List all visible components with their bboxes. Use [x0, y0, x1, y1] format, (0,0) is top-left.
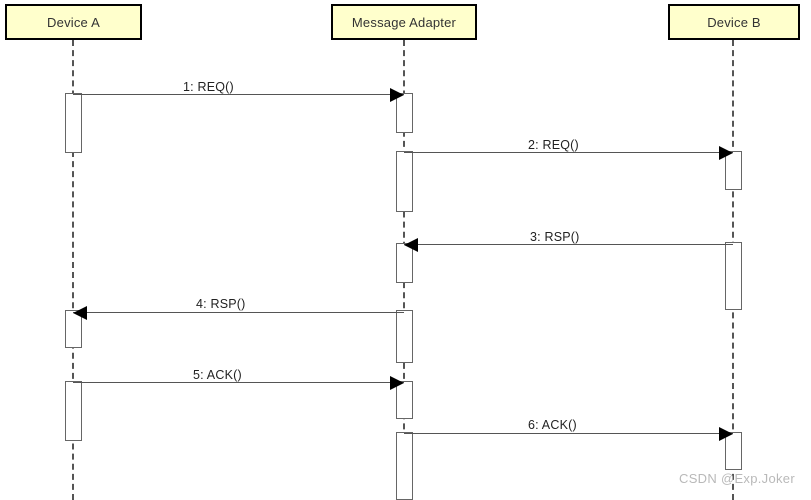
message-arrowhead-1	[390, 88, 404, 102]
lifeline-device-a	[72, 40, 74, 500]
message-line-2	[404, 152, 733, 153]
activation-bar-message-adapter	[396, 151, 413, 212]
actor-header-message-adapter[interactable]: Message Adapter	[331, 4, 477, 40]
message-arrowhead-3	[404, 238, 418, 252]
message-line-3	[404, 244, 733, 245]
message-arrowhead-5	[390, 376, 404, 390]
message-label-5: 5: ACK()	[193, 368, 242, 382]
message-arrowhead-6	[719, 427, 733, 441]
message-label-4: 4: RSP()	[196, 297, 246, 311]
message-label-3: 3: RSP()	[530, 230, 580, 244]
activation-bar-message-adapter	[396, 381, 413, 419]
actor-label: Device A	[47, 14, 100, 30]
activation-bar-device-b	[725, 242, 742, 310]
activation-bar-message-adapter	[396, 310, 413, 363]
message-line-1	[73, 94, 404, 95]
message-line-5	[73, 382, 404, 383]
message-line-6	[404, 433, 733, 434]
activation-bar-message-adapter	[396, 93, 413, 133]
actor-label: Device B	[707, 14, 761, 30]
message-label-2: 2: REQ()	[528, 138, 579, 152]
message-line-4	[73, 312, 404, 313]
message-label-6: 6: ACK()	[528, 418, 577, 432]
actor-label: Message Adapter	[351, 14, 457, 30]
actor-header-device-a[interactable]: Device A	[5, 4, 142, 40]
actor-header-device-b[interactable]: Device B	[668, 4, 800, 40]
activation-bar-device-b	[725, 432, 742, 470]
watermark: CSDN @Exp.Joker	[679, 471, 795, 486]
activation-bar-device-a	[65, 381, 82, 441]
activation-bar-device-a	[65, 93, 82, 153]
activation-bar-device-b	[725, 151, 742, 190]
message-arrowhead-4	[73, 306, 87, 320]
message-arrowhead-2	[719, 146, 733, 160]
message-label-1: 1: REQ()	[183, 80, 234, 94]
activation-bar-message-adapter	[396, 432, 413, 500]
